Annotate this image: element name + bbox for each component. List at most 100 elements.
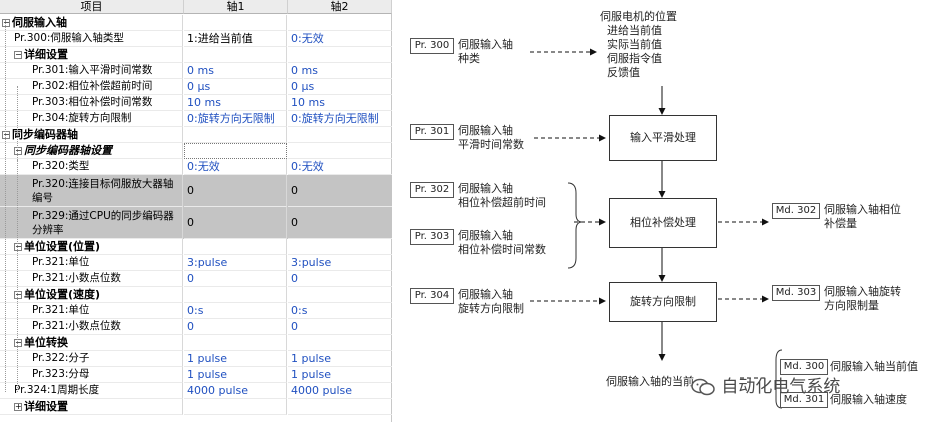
axis1-value-cell[interactable]: 0:无效 (184, 159, 287, 175)
axis1-value-cell[interactable]: 0 (184, 271, 287, 287)
row-name-cell[interactable]: −详细设置 (0, 47, 183, 63)
axis1-value-cell[interactable]: 4000 pulse (184, 383, 287, 399)
row-name-cell[interactable]: +详细设置 (0, 399, 183, 415)
axis1-value-cell[interactable]: 0:旋转方向无限制 (184, 111, 287, 127)
row-name-cell[interactable]: Pr.322:分子 (0, 351, 183, 367)
row-name-cell[interactable]: Pr.300:伺服输入轴类型 (0, 31, 183, 47)
row-name-cell[interactable]: −单位设置(位置) (0, 239, 183, 255)
row-name-cell[interactable]: Pr.329:通过CPU的同步编码器分辨率 (0, 207, 183, 239)
grid-group-row[interactable]: −单位设置(位置) (0, 239, 392, 255)
axis2-value-cell[interactable]: 1 pulse (288, 367, 392, 383)
row-name-cell[interactable]: Pr.324:1周期长度 (0, 383, 183, 399)
axis2-value-cell[interactable]: 0:无效 (288, 159, 392, 175)
axis2-value-cell[interactable]: 1 pulse (288, 351, 392, 367)
md302-box: Md. 302 (772, 203, 820, 219)
column-header-axis2[interactable]: 轴2 (288, 0, 392, 14)
axis2-value-cell (288, 47, 392, 63)
axis2-value-cell[interactable]: 0 (288, 319, 392, 335)
pr303-label-line2: 相位补偿时间常数 (458, 243, 546, 256)
row-name-cell[interactable]: Pr.323:分母 (0, 367, 183, 383)
collapse-toggle-icon[interactable]: − (14, 241, 22, 251)
row-label: Pr.300:伺服输入轴类型 (14, 32, 124, 44)
pr300-label-line2: 种类 (458, 52, 480, 65)
axis1-value-cell[interactable]: 1:进给当前值 (184, 31, 287, 47)
axis1-value-cell[interactable]: 0 μs (184, 79, 287, 95)
collapse-toggle-icon[interactable]: − (14, 145, 22, 155)
row-name-cell[interactable]: −同步编码器轴设置 (0, 143, 183, 159)
row-name-cell[interactable]: Pr.320:连接目标伺服放大器轴编号 (0, 175, 183, 207)
axis2-value-cell[interactable]: 10 ms (288, 95, 392, 111)
row-label: 伺服输入轴 (12, 16, 67, 29)
column-header-item[interactable]: 项目 (0, 0, 184, 14)
grid-group-row[interactable]: +详细设置 (0, 399, 392, 415)
row-name-cell[interactable]: Pr.321:小数点位数 (0, 271, 183, 287)
axis1-value-cell[interactable]: 0 (184, 175, 287, 207)
column-header-axis1[interactable]: 轴1 (184, 0, 288, 14)
axis2-value-cell[interactable]: 0 (288, 175, 392, 207)
axis1-value-cell[interactable]: 0 (184, 319, 287, 335)
axis1-value-cell[interactable]: 0:s (184, 303, 287, 319)
axis1-value-cell (184, 335, 287, 351)
axis1-value-cell[interactable]: 1 pulse (184, 367, 287, 383)
grid-group-row[interactable]: −单位转换 (0, 335, 392, 351)
axis2-value-cell (288, 143, 392, 159)
expand-toggle-icon[interactable]: + (14, 401, 22, 411)
grid-group-row[interactable]: −详细设置 (0, 47, 392, 63)
row-name-cell[interactable]: Pr.304:旋转方向限制 (0, 111, 183, 127)
axis2-value-cell[interactable]: 0 μs (288, 79, 392, 95)
axis2-value-cell[interactable]: 0 ms (288, 63, 392, 79)
axis1-value-cell[interactable]: 1 pulse (184, 351, 287, 367)
servo-input-axis-diagram: 伺服电机的位置 进给当前值 实际当前值 伺服指令值 反馈值 Pr. 300 伺服… (400, 0, 930, 422)
row-label: Pr.321:单位 (32, 304, 90, 316)
axis2-value-cell (288, 239, 392, 255)
collapse-toggle-icon[interactable]: − (14, 49, 22, 59)
row-name-cell[interactable]: Pr.303:相位补偿时间常数 (0, 95, 183, 111)
axis1-value-cell[interactable]: 0 ms (184, 63, 287, 79)
grid-group-row[interactable]: −伺服输入轴 (0, 15, 392, 31)
collapse-toggle-icon[interactable]: − (2, 129, 10, 139)
row-name-cell[interactable]: −伺服输入轴 (0, 15, 183, 31)
row-name-cell[interactable]: −单位转换 (0, 335, 183, 351)
grid-group-row[interactable]: −同步编码器轴设置 (0, 143, 392, 159)
row-name-cell[interactable]: Pr.320:类型 (0, 159, 183, 175)
axis2-value-cell[interactable]: 0:s (288, 303, 392, 319)
row-name-cell[interactable]: Pr.321:单位 (0, 303, 183, 319)
axis1-value-cell[interactable]: 0 (184, 207, 287, 239)
row-name-cell[interactable]: −单位设置(速度) (0, 287, 183, 303)
row-name-cell[interactable]: Pr.301:输入平滑时间常数 (0, 63, 183, 79)
axis2-value-cell[interactable]: 0:旋转方向无限制 (288, 111, 392, 127)
row-name-cell[interactable]: Pr.321:单位 (0, 255, 183, 271)
row-name-cell[interactable]: Pr.321:小数点位数 (0, 319, 183, 335)
grid-group-row[interactable]: −单位设置(速度) (0, 287, 392, 303)
row-name-cell[interactable]: −同步编码器轴 (0, 127, 183, 143)
row-name-cell[interactable]: Pr.302:相位补偿超前时间 (0, 79, 183, 95)
rotation-limit-block: 旋转方向限制 (609, 282, 717, 322)
collapse-toggle-icon[interactable]: − (2, 17, 10, 27)
collapse-toggle-icon[interactable]: − (14, 337, 22, 347)
grid-group-row[interactable]: −同步编码器轴 (0, 127, 392, 143)
axis1-value-cell[interactable]: 10 ms (184, 95, 287, 111)
collapse-toggle-icon[interactable]: − (14, 289, 22, 299)
axis2-value-cell[interactable]: 3:pulse (288, 255, 392, 271)
axis1-value-cell[interactable]: 3:pulse (184, 255, 287, 271)
axis2-value-cell[interactable]: 4000 pulse (288, 383, 392, 399)
axis2-value-cell[interactable]: 0 (288, 271, 392, 287)
axis1-value-cell (184, 239, 287, 255)
axis2-value-cell[interactable]: 0:无效 (288, 31, 392, 47)
axis2-value-cell[interactable]: 0 (288, 207, 392, 239)
